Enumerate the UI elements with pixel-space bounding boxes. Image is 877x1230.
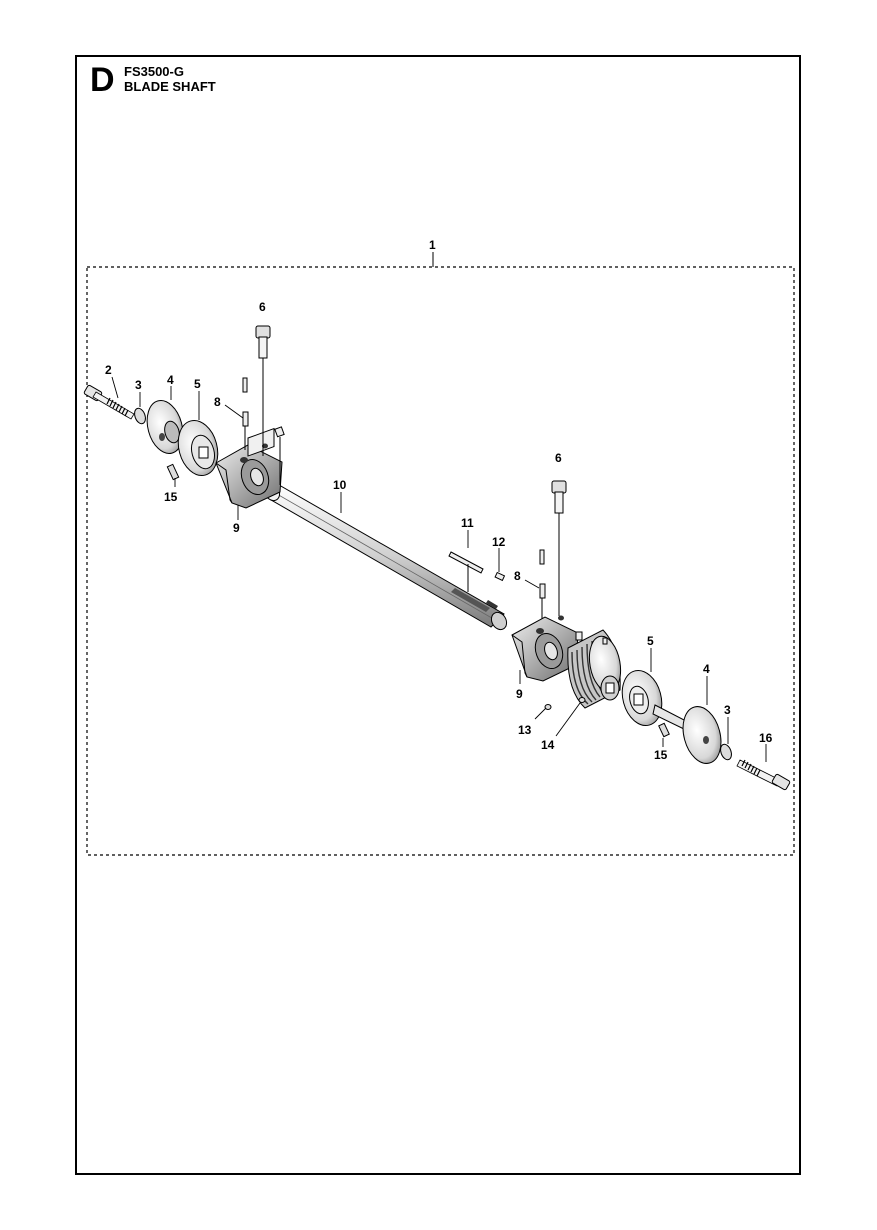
callout-14: 14 <box>541 738 555 752</box>
right-small-key-part <box>575 631 583 641</box>
callout-4-left: 4 <box>167 373 174 387</box>
right-bearing-housing-part <box>511 615 579 682</box>
left-bearing-housing-part <box>215 427 283 509</box>
diagram-title: BLADE SHAFT <box>124 79 216 94</box>
right-key-part <box>658 722 670 738</box>
left-inner-flange-part <box>177 420 219 476</box>
callout-15-left: 15 <box>164 490 178 504</box>
left-bolt-part <box>83 384 135 420</box>
callout-15-right: 15 <box>654 748 668 762</box>
left-top-bolt-part <box>255 325 271 456</box>
callout-9-right: 9 <box>516 687 523 701</box>
callout-8-right: 8 <box>514 569 521 583</box>
shaft-key-long-part <box>448 551 484 592</box>
right-outer-flange-part <box>652 704 722 764</box>
model-name: FS3500-G <box>124 64 184 79</box>
callout-2: 2 <box>105 363 112 377</box>
shaft-key-short-part <box>494 571 506 582</box>
assembly-boundary <box>86 266 795 856</box>
callout-6-left: 6 <box>259 300 266 314</box>
callout-16: 16 <box>759 731 773 745</box>
callout-4-right: 4 <box>703 662 710 676</box>
pulley-part <box>567 629 622 709</box>
callout-8-left: 8 <box>214 395 221 409</box>
callout-9-left: 9 <box>233 521 240 535</box>
left-small-key-part <box>274 426 285 438</box>
right-washer-part <box>720 743 732 761</box>
pulley-pin-part <box>602 637 608 645</box>
callout-13: 13 <box>518 723 532 737</box>
left-grease-nipple-part <box>242 377 249 450</box>
callout-6-right: 6 <box>555 451 562 465</box>
right-inner-flange-part <box>621 670 663 726</box>
left-washer-part <box>134 407 146 425</box>
left-outer-flange-part <box>146 400 184 454</box>
set-screw-part <box>544 704 552 710</box>
right-top-bolt-part <box>551 480 567 616</box>
blade-shaft-part <box>263 482 508 631</box>
left-key-part <box>166 463 180 481</box>
callout-5-left: 5 <box>194 377 201 391</box>
callout-3-right: 3 <box>724 703 731 717</box>
section-letter: D <box>90 61 115 99</box>
callout-3-left: 3 <box>135 378 142 392</box>
callout-12: 12 <box>492 535 506 549</box>
callout-leaders <box>111 376 767 762</box>
page-frame <box>75 55 801 1175</box>
right-bolt-part <box>736 759 791 791</box>
callout-assembly: 1 <box>429 238 436 252</box>
callout-11: 11 <box>461 516 474 530</box>
right-grease-nipple-part <box>539 549 546 620</box>
callout-10: 10 <box>333 478 347 492</box>
callout-5-right: 5 <box>647 634 654 648</box>
set-screw-part-2 <box>578 697 586 703</box>
